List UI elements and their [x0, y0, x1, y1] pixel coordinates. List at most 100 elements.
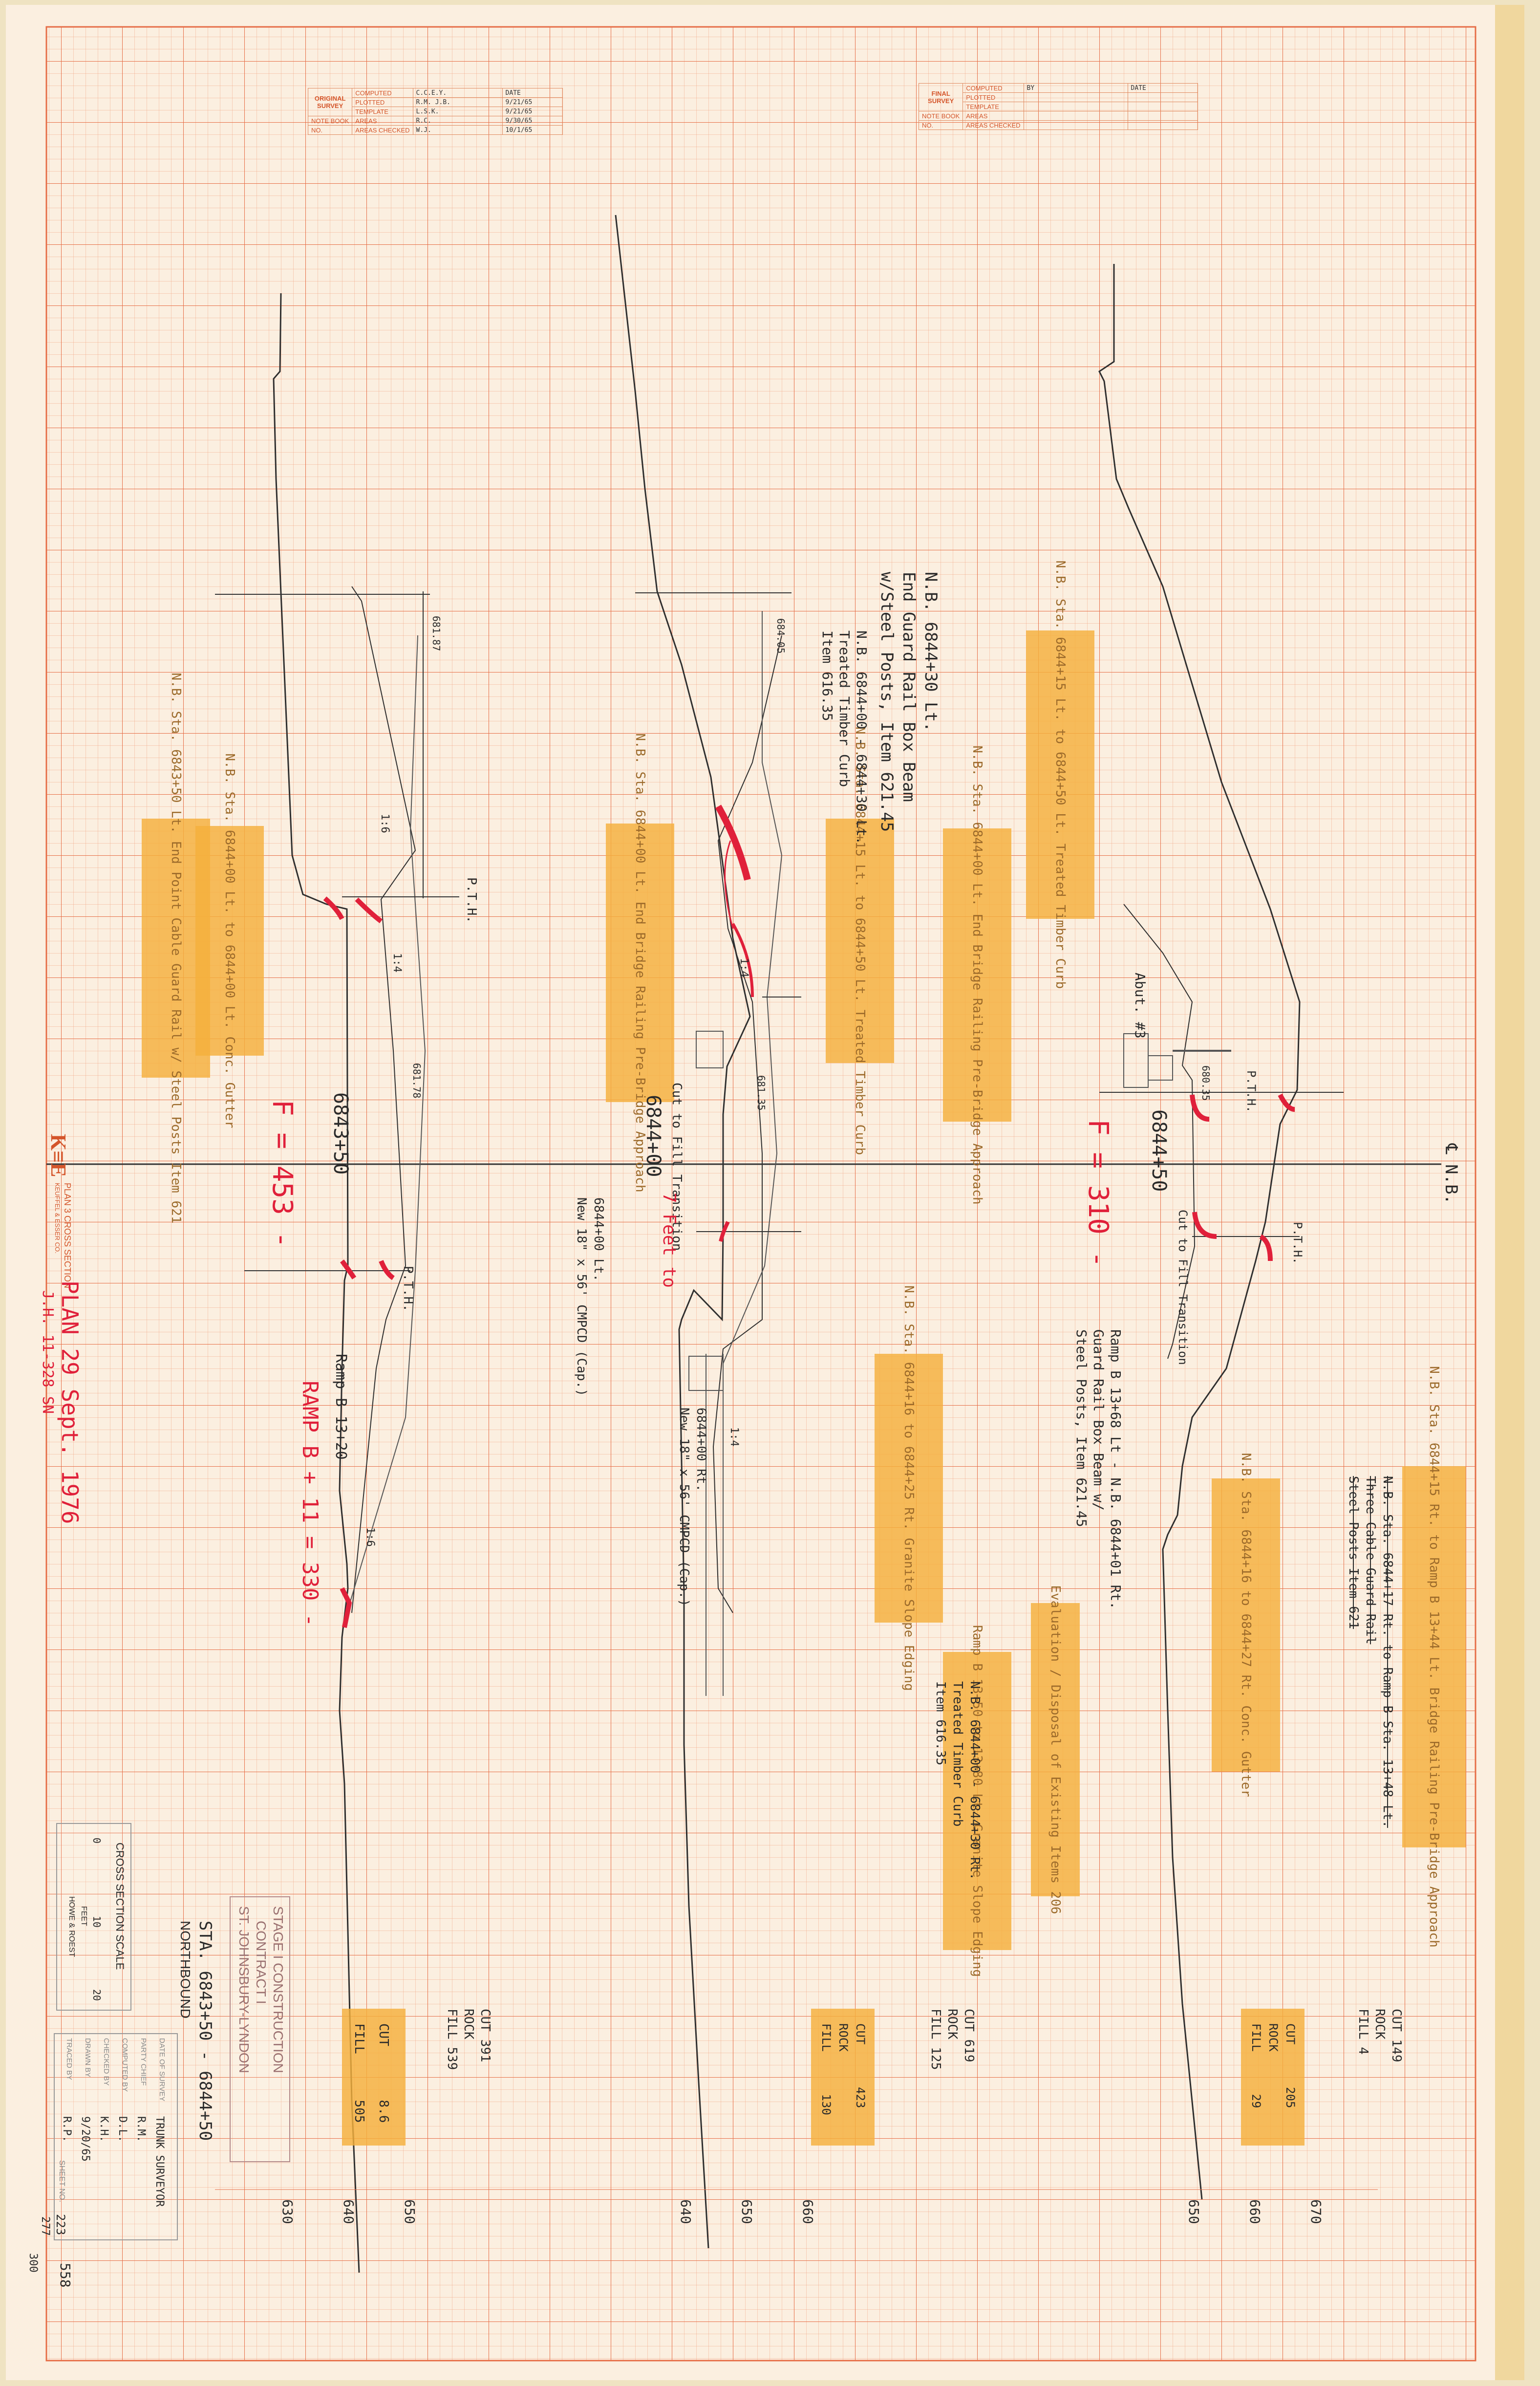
scale-box [56, 1823, 131, 2011]
s1-ground-line [273, 293, 360, 2273]
s2-tape-rock: ROCK [836, 2023, 850, 2052]
tape-3: N.B. Sta. 6844+00 Lt. End Bridge Railing… [606, 733, 674, 1193]
orig-date-2: 9/30/65 [502, 116, 563, 126]
s3-transition: Cut to Fill Transition [1176, 1210, 1190, 1365]
s1-elev-650: 650 [402, 2199, 418, 2224]
project-text: ST. JOHNSBURY-LYNDON [236, 1906, 252, 2073]
record-box [54, 2033, 178, 2240]
s2-note-h: New 18" x 56' CMPCD (Cap.) [574, 1197, 589, 1396]
tb-row-3: CHECKED BY [102, 2038, 110, 2086]
s3-rock-label: ROCK [1372, 2009, 1387, 2039]
s3-elev-670: 670 [1308, 2199, 1324, 2224]
s1-station: 6843+50 [329, 1092, 352, 1175]
s1-template-2 [346, 635, 426, 1613]
s1-fill-label: FILL [445, 2009, 459, 2039]
tape-edge [1495, 5, 1524, 2380]
tape-8-text: Evaluation / Disposal of Existing Items … [1048, 1585, 1063, 1914]
s2-nb-a: N.B. 6844+00 - 6844+30 Rt. [967, 1681, 982, 1880]
s3-fill-val: 4 [1356, 2047, 1370, 2055]
s1-slope-b: 1:4 [391, 953, 403, 973]
s3-template [1123, 904, 1196, 1359]
s2-cut-val: 619 [962, 2039, 976, 2062]
s2-qty-tape: CUT 423 ROCK FILL 130 [811, 2009, 875, 2146]
s2-qty: CUT 619 ROCK FILL 125 [927, 2009, 977, 2070]
final-row-3: AREAS [962, 111, 1024, 121]
final-title-2: SURVEY [928, 97, 954, 105]
s2-tape-cut: CUT [854, 2023, 867, 2045]
s3-cut-val: 149 [1389, 2039, 1404, 2062]
s2-note-f: Item 616.35 [819, 630, 835, 721]
s3-strike-c: Steel Posts Item 621 [1346, 1476, 1361, 1629]
tape-6-text: N.B. Sta. 6844+16 to 6844+25 Rt. Granite… [901, 1285, 916, 1691]
s2-tape-fill: FILL [819, 2023, 833, 2052]
s3-cl-label: ℄ N.B. [1441, 1144, 1461, 1205]
s2-tape-fill-val: 130 [819, 2094, 833, 2115]
s2-elev-650: 650 [739, 2199, 755, 2224]
s2-fill-val: 125 [928, 2047, 943, 2070]
s3-abut: Abut. #3 [1132, 973, 1148, 1039]
s2-red-note: 7 Feet to [659, 1193, 679, 1288]
tape-7-text: N.B. Sta. 6844+16 to 6844+27 Rt. Conc. G… [1239, 1453, 1253, 1798]
orig-date-1: 9/21/65 [502, 107, 563, 116]
orig-by-3: R.C. [412, 116, 503, 126]
s1-fill-3 [340, 1259, 357, 1280]
s3-strike-a: N.B. Sta. 6844+17 Rt. to Ramp B Sta. 13+… [1380, 1476, 1395, 1828]
tb-val-4: 9/20/65 [79, 2116, 91, 2162]
tape-5-text: N.B. Sta. 6844+00 Lt. End Bridge Railing… [970, 745, 984, 1205]
final-date-label: DATE [1127, 83, 1198, 93]
s1-ramp-label: Ramp B 13+20 [332, 1354, 349, 1460]
s2-pipe-end-1 [696, 1031, 724, 1068]
s2-note-j: New 18" x 56' CMPCD (Cap.) [677, 1408, 691, 1606]
tape-10-text: N.B. Sta. 6844+15 Rt. to Ramp B 13+44 Lt… [1427, 1366, 1441, 1948]
tape-6: N.B. Sta. 6844+16 to 6844+25 Rt. Granite… [875, 1285, 943, 1691]
orig-title-1: ORIGINAL [314, 95, 346, 102]
s1-template [351, 586, 416, 1613]
tape-7: N.B. Sta. 6844+16 to 6844+27 Rt. Conc. G… [1212, 1453, 1280, 1797]
s1-tape-cut: CUT [376, 2023, 391, 2046]
contract-text: CONTRACT I [254, 1921, 269, 2004]
grid-border [45, 26, 1476, 2362]
tb-val-0: TRUNK SURVEYOR [153, 2116, 166, 2207]
s3-station: 6844+50 [1148, 1109, 1170, 1192]
s1-elev-640: 640 [341, 2199, 357, 2224]
s3-fill-2 [1278, 1093, 1295, 1112]
s2-station: 6844+00 [642, 1095, 664, 1177]
s2-nb-b: Treated Timber Curb [950, 1681, 965, 1827]
s3-tape-rock: ROCK [1266, 2023, 1280, 2052]
s2-nb-c: Item 616.35 [933, 1681, 948, 1766]
tape-5: N.B. Sta. 6844+00 Lt. End Bridge Railing… [943, 745, 1011, 1205]
s2-ground-line [615, 215, 751, 2249]
s1-tape-fill: FILL [352, 2023, 366, 2054]
sheet-sub: 277 [39, 2216, 51, 2236]
s2-cut-label: CUT [962, 2009, 976, 2032]
final-row-2: TEMPLATE [962, 102, 1024, 111]
s1-fill-val: 539 [445, 2047, 459, 2070]
orig-date-label: DATE [502, 88, 563, 98]
s2-slope-a: 1:4 [738, 958, 750, 977]
orig-row-3: AREAS [352, 116, 413, 126]
s2-note-g: 6844+00 Lt. [591, 1197, 606, 1282]
s2-elev-640: 640 [678, 2199, 694, 2224]
orig-notebook: NOTE BOOK [307, 116, 353, 126]
s2-rock-label: ROCK [945, 2009, 960, 2039]
s3-tape-fill: FILL [1249, 2023, 1263, 2052]
s1-slope-a: 1:6 [379, 814, 391, 833]
scale-maker: HOWE & ROEST [67, 1896, 76, 1957]
s1-elev-630: 630 [279, 2199, 296, 2224]
final-notebook: NOTE BOOK [918, 111, 963, 121]
s3-tape-cut: CUT [1283, 2023, 1297, 2045]
final-row-1: PLOTTED [962, 92, 1024, 102]
final-by-label: BY [1023, 83, 1128, 93]
s2-slope-b: 1:4 [728, 1427, 740, 1447]
tape-2-text: N.B. Sta. 6844+00 Lt. to 6844+00 Lt. Con… [222, 753, 237, 1128]
sheet-title: PLAN 3 CROSS SECTION [63, 1183, 72, 1289]
s1-pth-2: P.T.H. [401, 1266, 415, 1312]
s3-elev-660: 660 [1247, 2199, 1263, 2224]
orig-row-0: COMPUTED [352, 88, 413, 98]
orig-row-1: PLOTTED [352, 97, 413, 107]
stage-text: STAGE I CONSTRUCTION [271, 1906, 286, 2073]
grid [46, 27, 1476, 2361]
